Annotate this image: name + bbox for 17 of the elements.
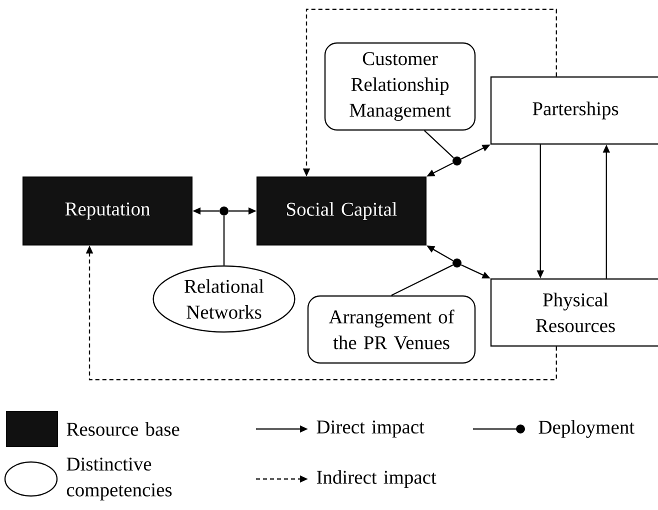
legend-label: Distinctive competencies [66,458,172,500]
process-box: Physical Resources [490,278,658,347]
competency-box: Customer Relationship Management [324,42,476,131]
junction-dot [220,206,228,216]
legend-label: Deployment [538,420,634,438]
leader-line [223,216,225,266]
resource-box: Social Capital [256,176,426,246]
resource-box: Reputation [22,176,192,246]
process-box: Parterships [490,76,658,145]
junction-dot [452,156,462,166]
legend-label: Indirect impact [316,470,436,488]
leader-line [424,130,454,158]
competency-box: Arrangement of the PR Venues [307,295,476,364]
junction-dot [452,258,462,268]
legend-label: Direct impact [316,420,424,438]
legend-label: Resource base [66,422,180,436]
leader-line [391,264,454,296]
